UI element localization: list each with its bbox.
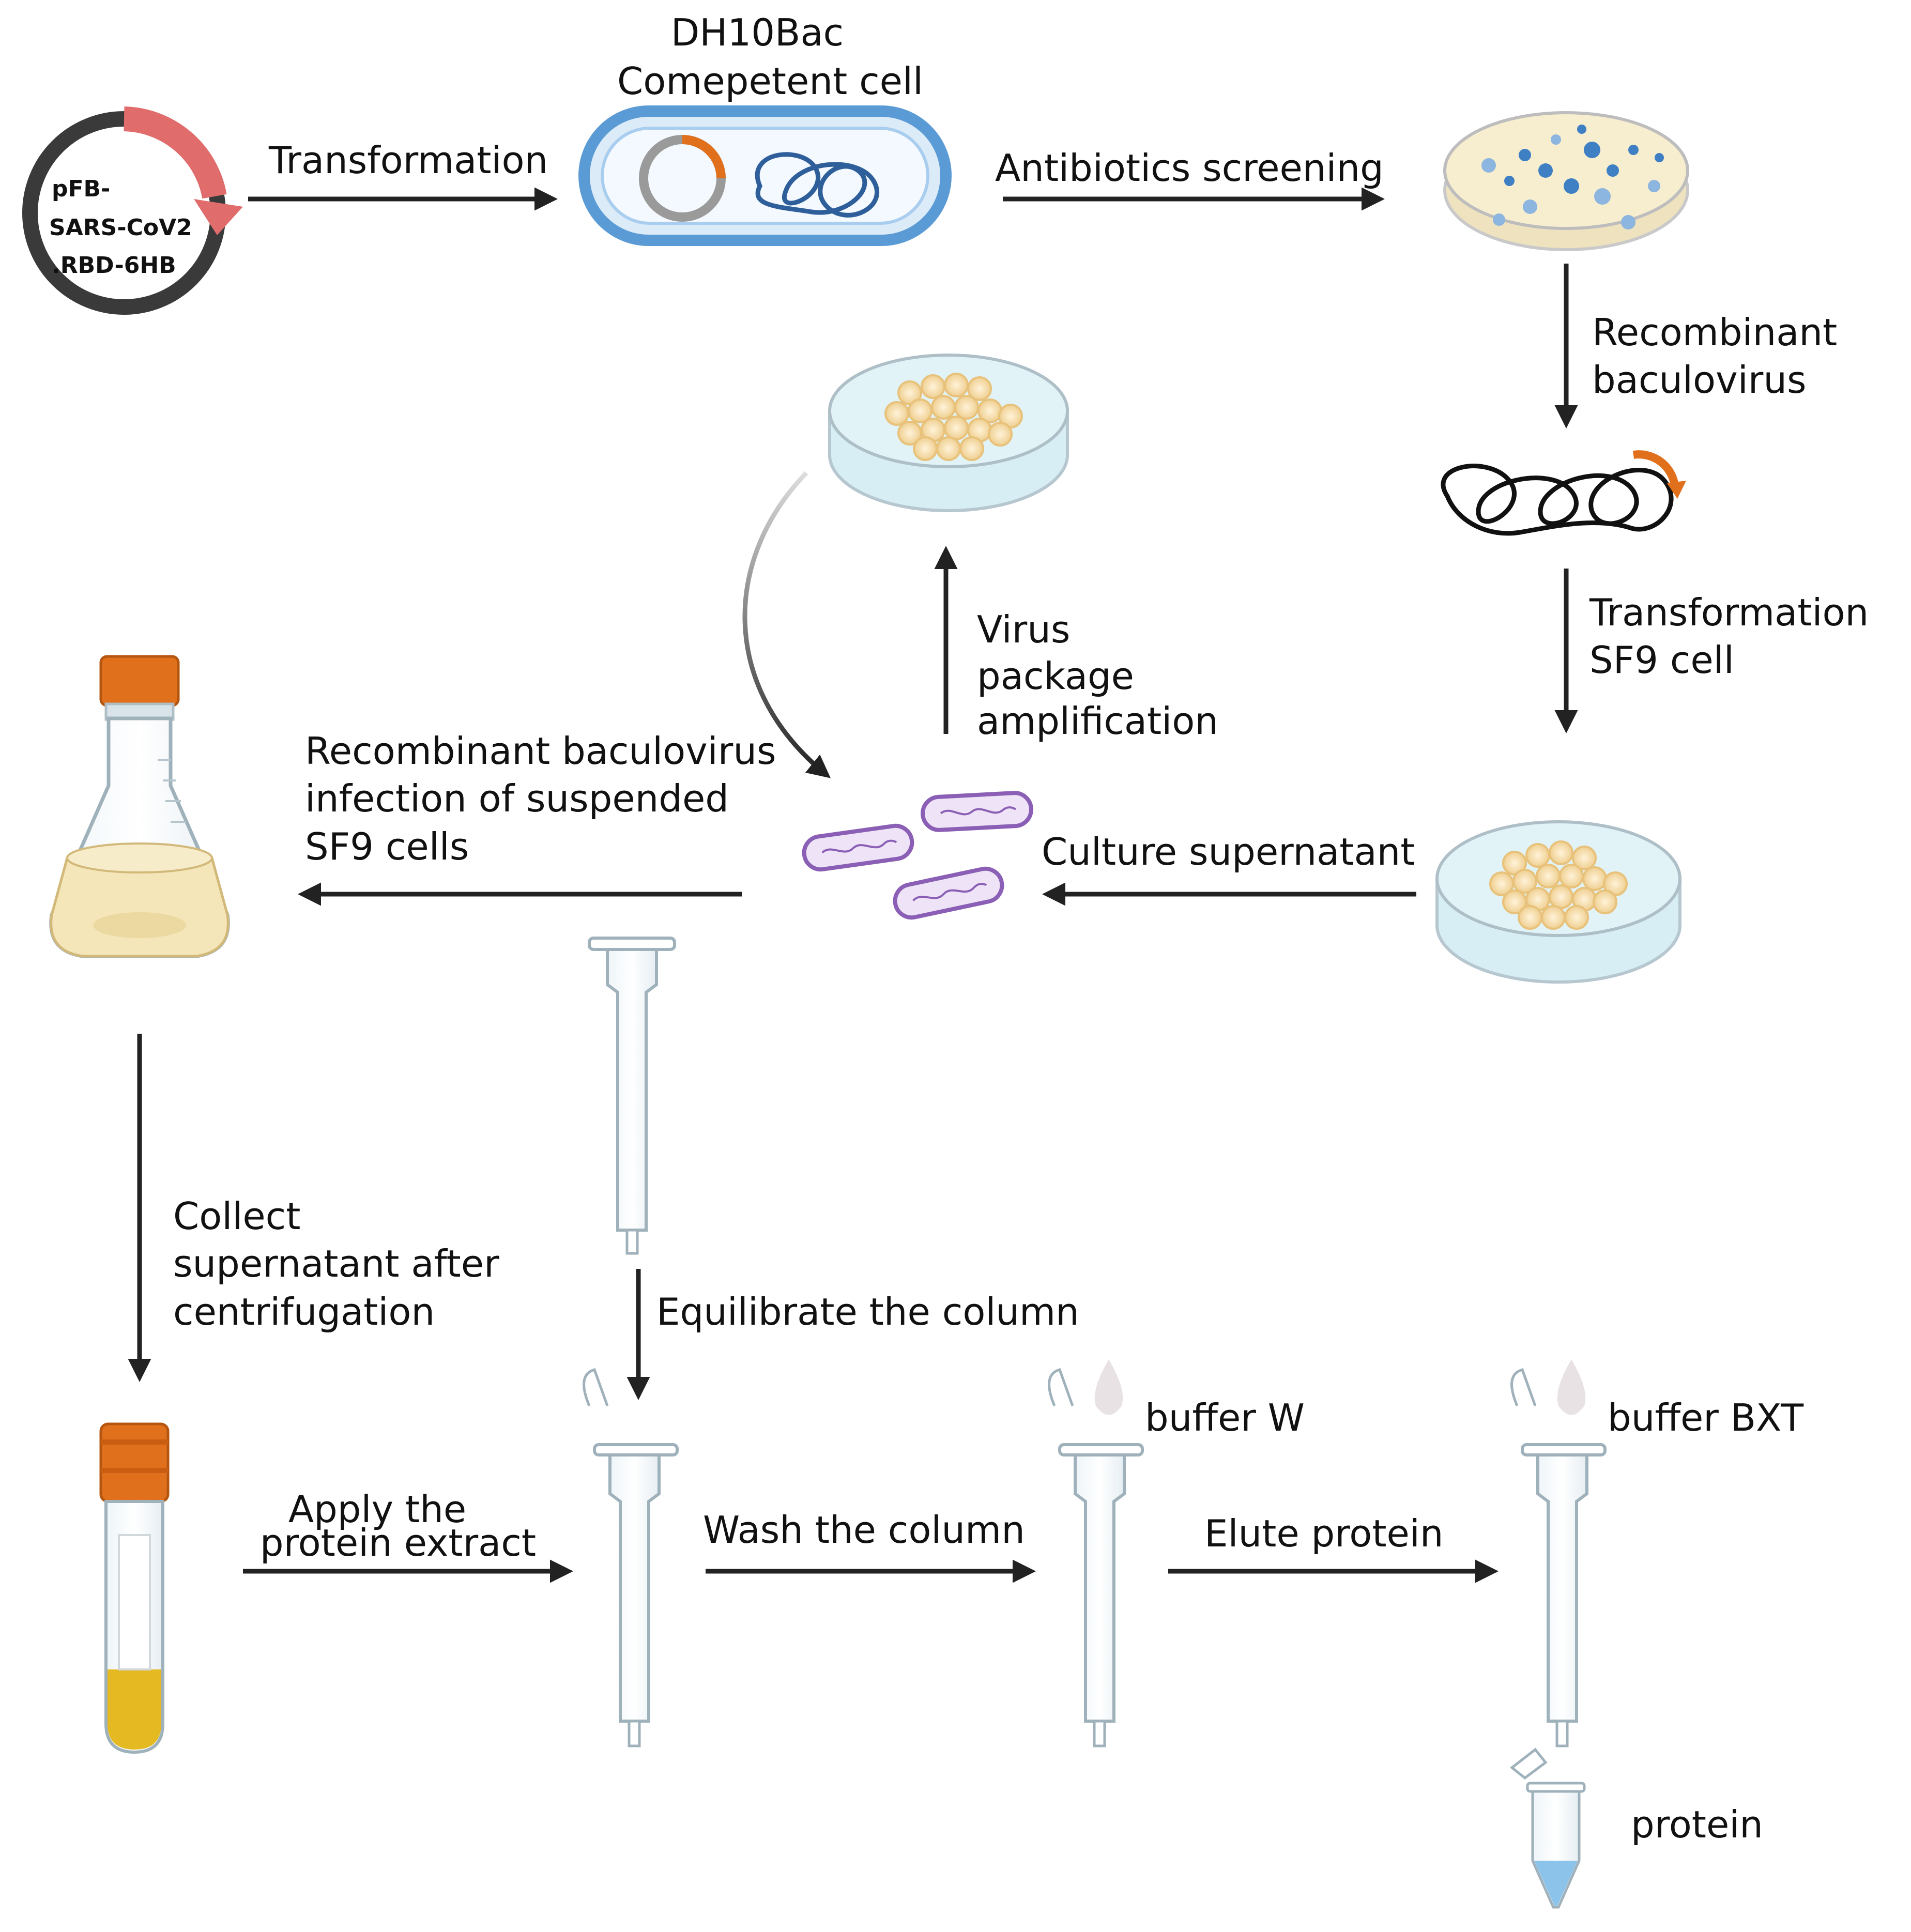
purification-column-2-icon xyxy=(1048,1368,1144,1747)
microcentrifuge-tube-icon xyxy=(1509,1747,1586,1909)
petri-dish-colonies-icon xyxy=(1443,111,1689,251)
label-infection-line2: infection of suspended xyxy=(305,777,729,820)
purification-column-top-icon xyxy=(588,937,676,1255)
label-apply-line2: protein extract xyxy=(260,1521,536,1565)
label-transformation-sf9-line2: SF9 cell xyxy=(1589,638,1734,682)
label-infection-line1: Recombinant baculovirus xyxy=(305,729,776,773)
label-transformation-sf9-line1: Transformation xyxy=(1589,591,1869,634)
purification-column-1-icon xyxy=(583,1368,679,1747)
centrifuge-tube-icon xyxy=(99,1422,170,1754)
arrow-curved-reinfect xyxy=(742,471,831,778)
label-protein: protein xyxy=(1631,1803,1763,1846)
label-buffer-w: buffer W xyxy=(1145,1396,1305,1439)
purification-column-3-icon xyxy=(1510,1368,1607,1747)
label-transformation: Transformation xyxy=(268,139,548,182)
label-apply-line1: Apply the xyxy=(288,1488,466,1531)
erlenmeyer-flask-icon xyxy=(49,655,230,958)
label-antibiotics: Antibiotics screening xyxy=(995,146,1384,190)
label-virus-line1: Virus xyxy=(977,608,1070,651)
plasmid-icon xyxy=(22,106,243,315)
label-collect-line3: centrifugation xyxy=(173,1290,435,1333)
buffer-bxt-droplet-icon xyxy=(1557,1359,1586,1415)
plasmid-label-line1: pFB- xyxy=(52,176,110,202)
label-elute: Elute protein xyxy=(1204,1512,1443,1555)
buffer-w-droplet-icon xyxy=(1094,1359,1123,1415)
bacmid-dna-icon xyxy=(1441,450,1686,536)
petri-dish-sf9-right-icon xyxy=(1435,820,1681,984)
baculovirus-icon xyxy=(802,791,1033,920)
ecoli-cell-icon xyxy=(578,105,952,246)
label-virus-line3: amplification xyxy=(977,699,1218,743)
label-collect-line1: Collect xyxy=(173,1194,300,1238)
label-buffer-bxt: buffer BXT xyxy=(1608,1396,1804,1439)
label-recombinant-line2: baculovirus xyxy=(1592,358,1806,402)
label-virus-line2: package xyxy=(977,654,1134,698)
plasmid-label-line3: .RBD-6HB xyxy=(52,252,176,279)
label-infection-line3: SF9 cells xyxy=(305,825,469,868)
label-recombinant-line1: Recombinant xyxy=(1592,311,1837,354)
plasmid-label-line2: SARS-CoV2 xyxy=(49,214,192,241)
label-collect-line2: supernatant after xyxy=(173,1242,499,1285)
label-wash: Wash the column xyxy=(703,1508,1025,1552)
ecoli-title-line2: Comepetent cell xyxy=(617,59,923,103)
petri-dish-sf9-top-icon xyxy=(828,354,1069,512)
label-equilibrate: Equilibrate the column xyxy=(656,1290,1079,1333)
label-culture-supernatant: Culture supernatant xyxy=(1042,830,1415,873)
ecoli-title-line1: DH10Bac xyxy=(671,11,844,54)
